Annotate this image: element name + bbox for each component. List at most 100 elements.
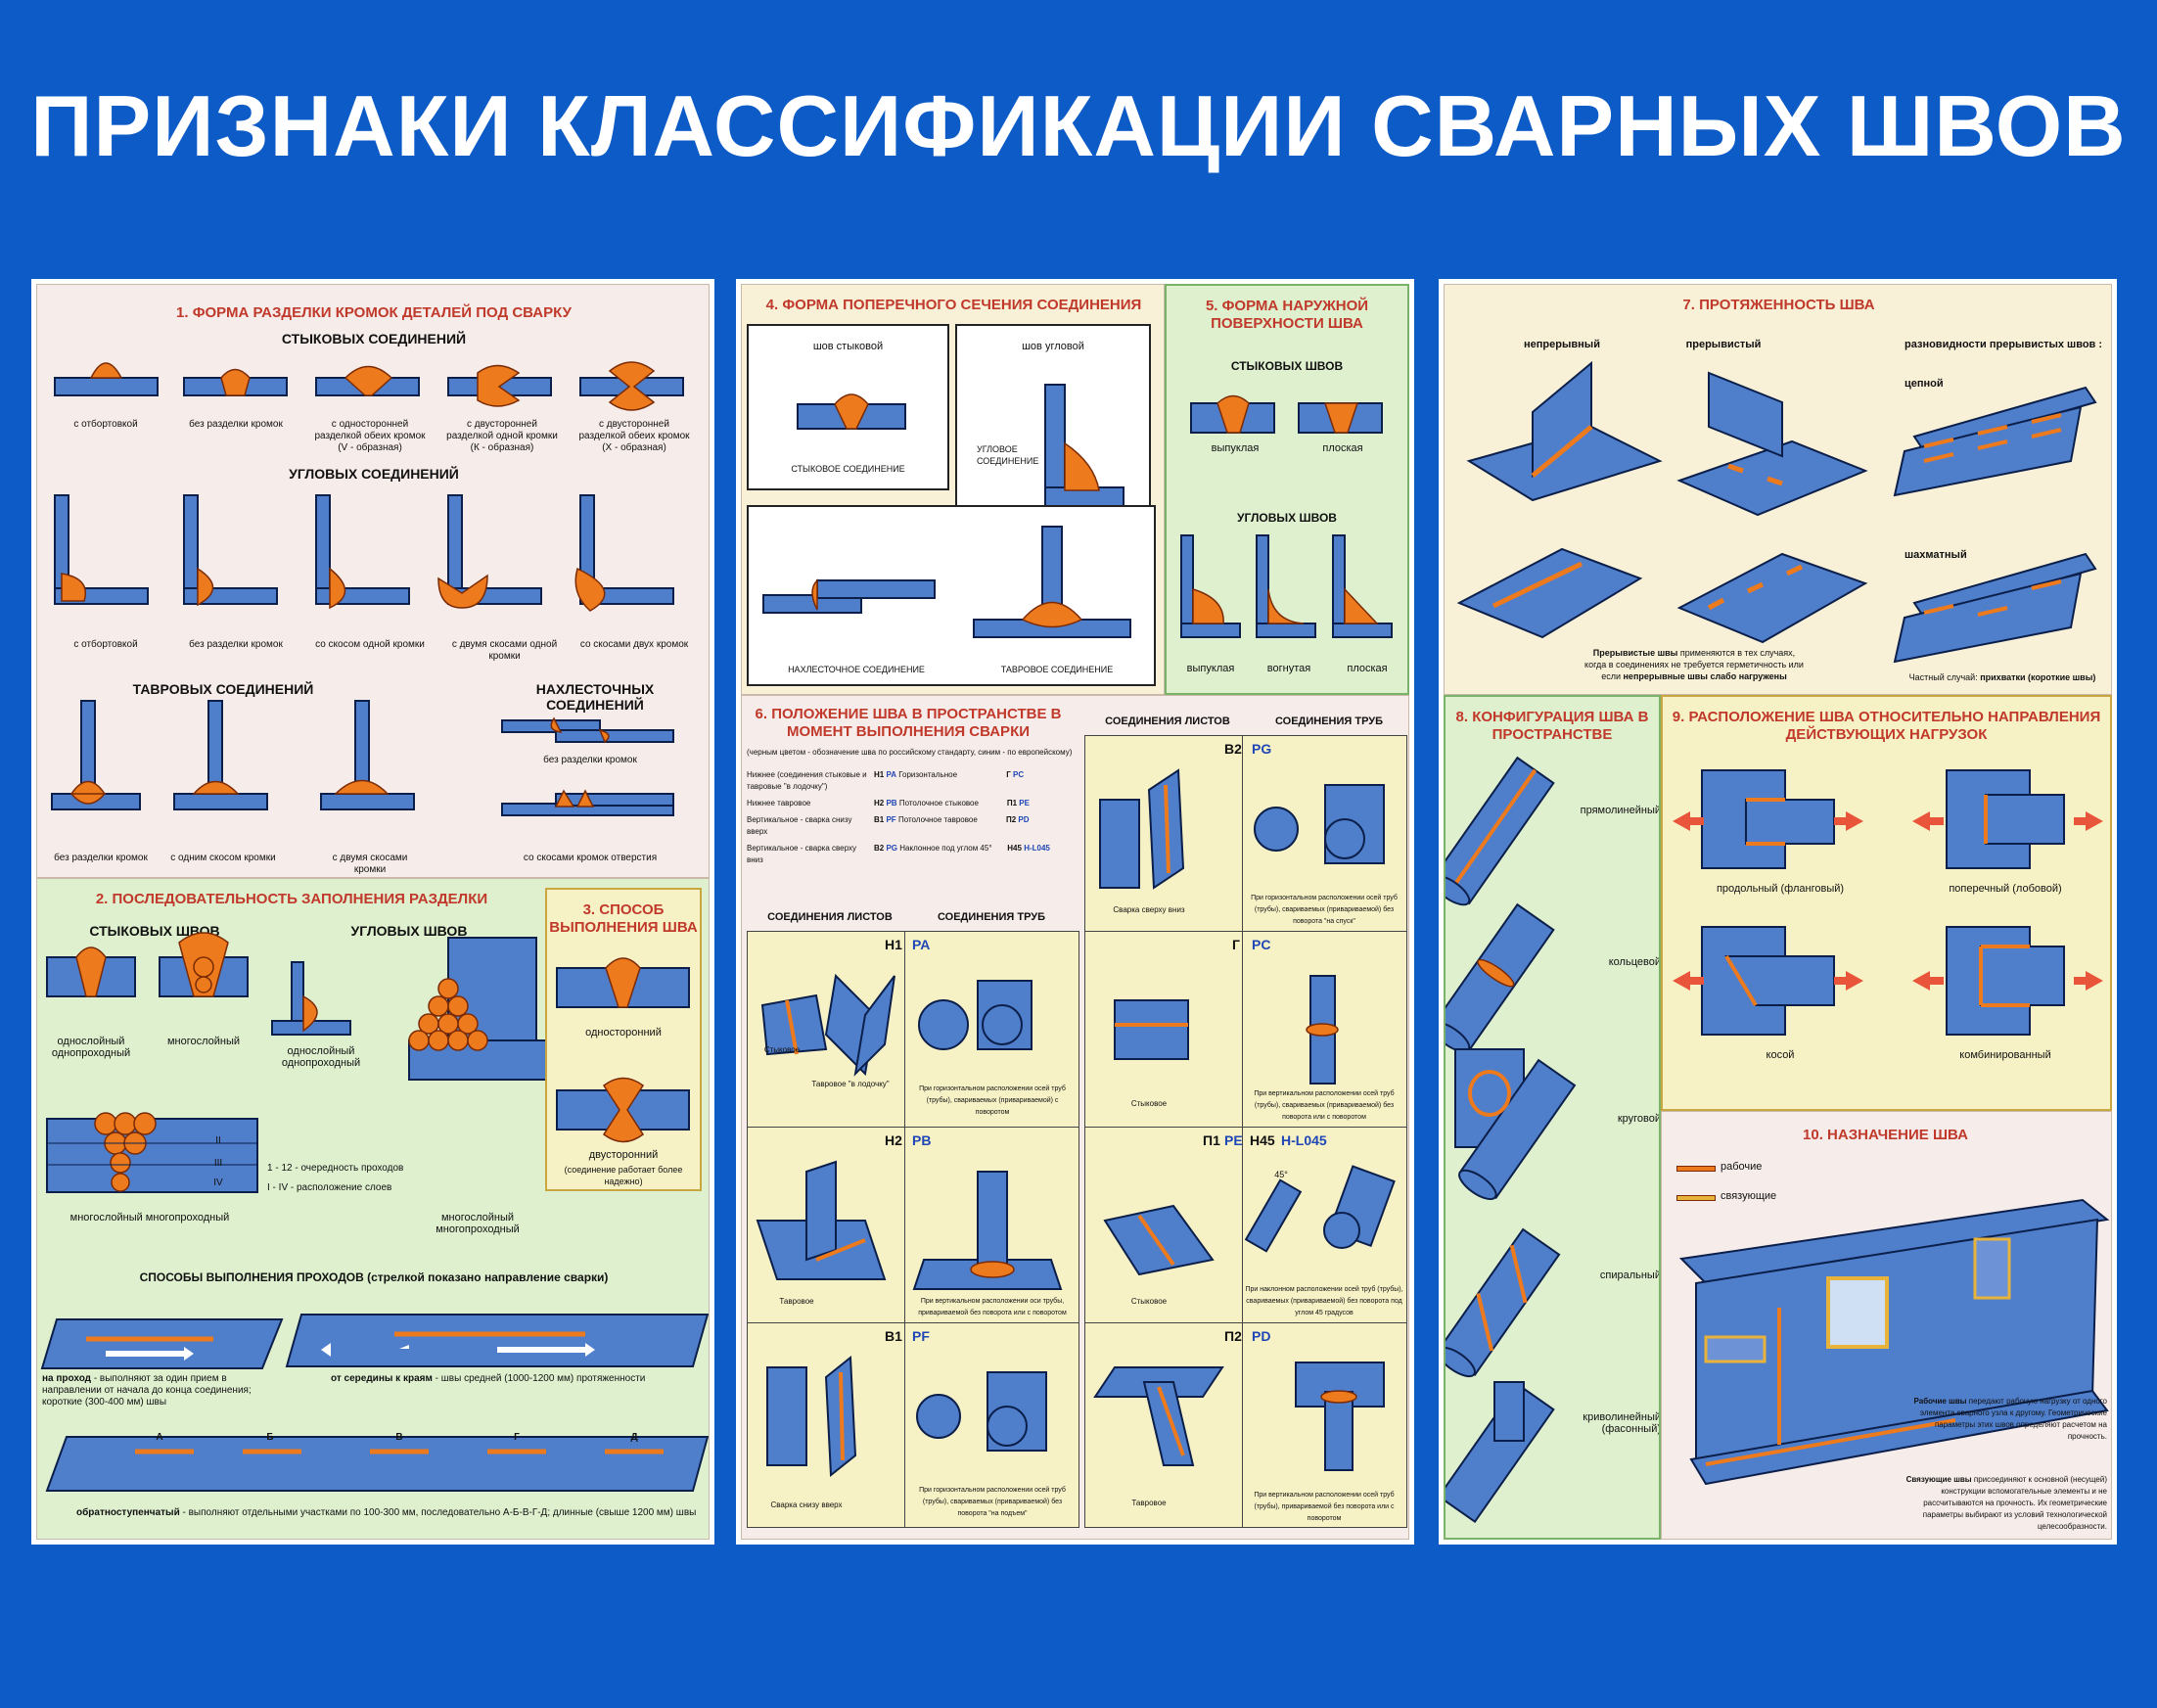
cell-p2: П2 PD Тавровое При вертикальном располож… bbox=[1085, 1323, 1406, 1527]
staggered-label: шахматный bbox=[1905, 549, 1967, 561]
config-straight: прямолинейный bbox=[1580, 805, 1661, 816]
position-ru-code: Г bbox=[1006, 770, 1011, 779]
panel-right: 7. ПРОТЯЖЕННОСТЬ ШВА непрерывный прерыви… bbox=[1439, 279, 2117, 1545]
position-eu-code: PB bbox=[886, 799, 897, 808]
cell-p1-diagram bbox=[1103, 1165, 1396, 1276]
layer-label-2: II bbox=[215, 1135, 221, 1146]
lap-tee-diagrams bbox=[762, 526, 1131, 638]
cell-b1-diagram bbox=[766, 1355, 1047, 1478]
pass-method-2: от середины к краям - швы средней (1000-… bbox=[331, 1373, 703, 1385]
butt-seam-diagram bbox=[797, 393, 906, 430]
cell-caption-a: Стыковое bbox=[763, 1045, 801, 1054]
butt-seam-label: шов стыковой bbox=[812, 341, 884, 352]
sheets-header-left: СОЕДИНЕНИЯ ЛИСТОВ bbox=[767, 911, 893, 923]
pipes-header-right: СОЕДИНЕНИЯ ТРУБ bbox=[1274, 716, 1384, 727]
position-list: Нижнее (соединения стыковые и тавровые "… bbox=[747, 769, 1084, 866]
tee-caption-1: без разделки кромок bbox=[54, 853, 148, 863]
beam-diagram bbox=[1678, 1198, 2110, 1486]
tee-join-label: ТАВРОВОЕ СОЕДИНЕНИЕ bbox=[1000, 665, 1114, 674]
corner-caption-5: со скосами двух кромок bbox=[579, 639, 689, 650]
cell-h1-diagram bbox=[760, 973, 1033, 1077]
section-seam-purpose: 10. НАЗНАЧЕНИЕ ШВА рабочие связующие Раб… bbox=[1661, 1111, 2112, 1540]
corner-caption-1: с отбортовкой bbox=[73, 639, 138, 650]
corner-flat-caption: плоская bbox=[1347, 663, 1388, 674]
one-sided-caption: односторонний bbox=[585, 1027, 662, 1039]
cell-tag: H2 bbox=[885, 1132, 902, 1148]
corner-join-label: УГЛОВОЕ СОЕДИНЕНИЕ bbox=[977, 444, 1039, 466]
lap-join-label: НАХЛЕСТОЧНОЕ СОЕДИНЕНИЕ bbox=[788, 665, 925, 674]
cell-tag-2-eu: H-L045 bbox=[1281, 1132, 1327, 1148]
corner-joint-diagrams bbox=[54, 494, 674, 612]
position-ru-code: П2 bbox=[1005, 815, 1017, 824]
cell-tag-eu: PD bbox=[1252, 1328, 1271, 1344]
cell-g: Г PC Стыковое При вертикальном расположе… bbox=[1085, 932, 1406, 1128]
segment-label-b: Б bbox=[266, 1432, 274, 1443]
cell-tag-eu: PF bbox=[912, 1328, 930, 1344]
cell-pipe-caption: При горизонтальном расположении осей тру… bbox=[919, 1085, 1066, 1116]
position-ru-code: В2 bbox=[874, 844, 885, 853]
butt-caption-3: с односторонней разделкой обеих кромок (… bbox=[314, 419, 426, 453]
methods-title: СПОСОБЫ ВЫПОЛНЕНИЯ ПРОХОДОВ (стрелкой по… bbox=[139, 1270, 609, 1284]
single-layer-corner-caption: однослойный однопроходный bbox=[281, 1045, 361, 1069]
segment-label-g: Г bbox=[514, 1432, 520, 1443]
cell-b1: B1 PF Сварка снизу вверх При горизонталь… bbox=[748, 1323, 1078, 1527]
intermittent-label: прерывистый bbox=[1685, 339, 1762, 350]
corner-surface-subtitle: УГЛОВЫХ ШВОВ bbox=[1237, 511, 1337, 525]
continuous-label: непрерывный bbox=[1524, 339, 1600, 350]
cell-b2-diagram bbox=[1099, 768, 1385, 890]
cell-pipe-caption: При вертикальном расположении оси трубы,… bbox=[918, 1298, 1067, 1316]
working-legend-swatch bbox=[1676, 1166, 1716, 1172]
section-seam-load-direction: 9. РАСПОЛОЖЕНИЕ ШВА ОТНОСИТЕЛЬНО НАПРАВЛ… bbox=[1661, 695, 2112, 1111]
butt-caption-2: без разделки кромок bbox=[189, 419, 283, 430]
single-layer-caption: однослойный однопроходный bbox=[51, 1036, 131, 1059]
pass-method-3: обратноступенчатый - выполняют отдельным… bbox=[76, 1507, 703, 1519]
multi-multi-corner-caption: многослойный многопроходный bbox=[436, 1212, 520, 1235]
cell-tag-eu: PA bbox=[912, 937, 931, 952]
binding-legend-swatch bbox=[1676, 1195, 1716, 1201]
corner-caption-2: без разделки кромок bbox=[189, 639, 283, 650]
butt-surface-subtitle: СТЫКОВЫХ ШВОВ bbox=[1230, 359, 1344, 373]
cell-caption-a: Стыковое bbox=[1130, 1099, 1168, 1108]
cell-p2-diagram bbox=[1093, 1362, 1385, 1471]
position-row: Нижнее (соединения стыковые и тавровые "… bbox=[747, 769, 1084, 793]
position-eu-code: PG bbox=[886, 844, 898, 853]
cell-caption-a: Сварка снизу вверх bbox=[770, 1500, 843, 1509]
section-seam-configuration: 8. КОНФИГУРАЦИЯ ШВА В ПРОСТРАНСТВЕ прямо… bbox=[1444, 695, 1661, 1540]
position-name: Наклонное под углом 45° bbox=[899, 844, 992, 853]
butt-surface-diagrams bbox=[1190, 394, 1383, 434]
cell-tag-2: H45 bbox=[1250, 1132, 1275, 1148]
two-sided-note: (соединение работает более надежно) bbox=[564, 1165, 683, 1186]
fillet-seam-diagram bbox=[1044, 384, 1124, 513]
tee-caption-3: с двумя скосами кромки bbox=[332, 853, 408, 875]
pass-method-2-desc: - швы средней (1000-1200 мм) протяженнос… bbox=[435, 1373, 646, 1384]
butt-joints-subtitle: СТЫКОВЫХ СОЕДИНЕНИЙ bbox=[281, 331, 467, 346]
tee-lap-diagrams bbox=[51, 700, 674, 816]
lap-joints-subtitle: НАХЛЕСТОЧНЫХ СОЕДИНЕНИЙ bbox=[535, 681, 655, 713]
butt-caption-5: с двусторонней разделкой обеих кромок (X… bbox=[578, 419, 690, 453]
position-ru-code: Н2 bbox=[874, 799, 885, 808]
position-name: Вертикальное - сварка снизу вверх bbox=[747, 815, 852, 836]
pass-method-1-name: на проход bbox=[42, 1373, 92, 1384]
load-longitudinal: продольный (фланговый) bbox=[1716, 883, 1845, 895]
cell-tag-eu: PC bbox=[1252, 937, 1271, 952]
segment-label-v: В bbox=[395, 1432, 403, 1443]
butt-caption-1: с отбортовкой bbox=[73, 419, 138, 430]
section-10-title: 10. НАЗНАЧЕНИЕ ШВА bbox=[1803, 1127, 1968, 1143]
binding-legend-label: связующие bbox=[1721, 1190, 1777, 1202]
intermittent-note: Прерывистые швы применяются в тех случая… bbox=[1582, 647, 1807, 682]
section-cross-section: 4. ФОРМА ПОПЕРЕЧНОГО СЕЧЕНИЯ СОЕДИНЕНИЯ … bbox=[741, 284, 1165, 695]
position-eu-code: PC bbox=[1013, 770, 1025, 779]
load-transverse: поперечный (лобовой) bbox=[1949, 883, 2062, 895]
configuration-diagrams bbox=[1446, 756, 1577, 1524]
cell-pipe-caption: При наклонном расположении осей труб (тр… bbox=[1245, 1286, 1403, 1316]
pass-method-3-desc: - выполняют отдельными участками по 100-… bbox=[182, 1507, 697, 1518]
intermittent-note-bold: Прерывистые швы bbox=[1592, 648, 1678, 658]
cell-pipe-caption: При горизонтальном расположении осей тру… bbox=[1251, 895, 1398, 925]
tee-caption-2: с одним скосом кромки bbox=[170, 853, 276, 863]
seam-length-diagrams bbox=[1456, 360, 2097, 664]
position-eu-code: PF bbox=[886, 815, 896, 824]
positions-grid-right: B2 PG Сварка сверху вниз При горизонталь… bbox=[1084, 735, 1407, 1528]
cell-tag: B1 bbox=[885, 1328, 902, 1344]
butt-join-label: СТЫКОВОЕ СОЕДИНЕНИЕ bbox=[791, 464, 905, 474]
